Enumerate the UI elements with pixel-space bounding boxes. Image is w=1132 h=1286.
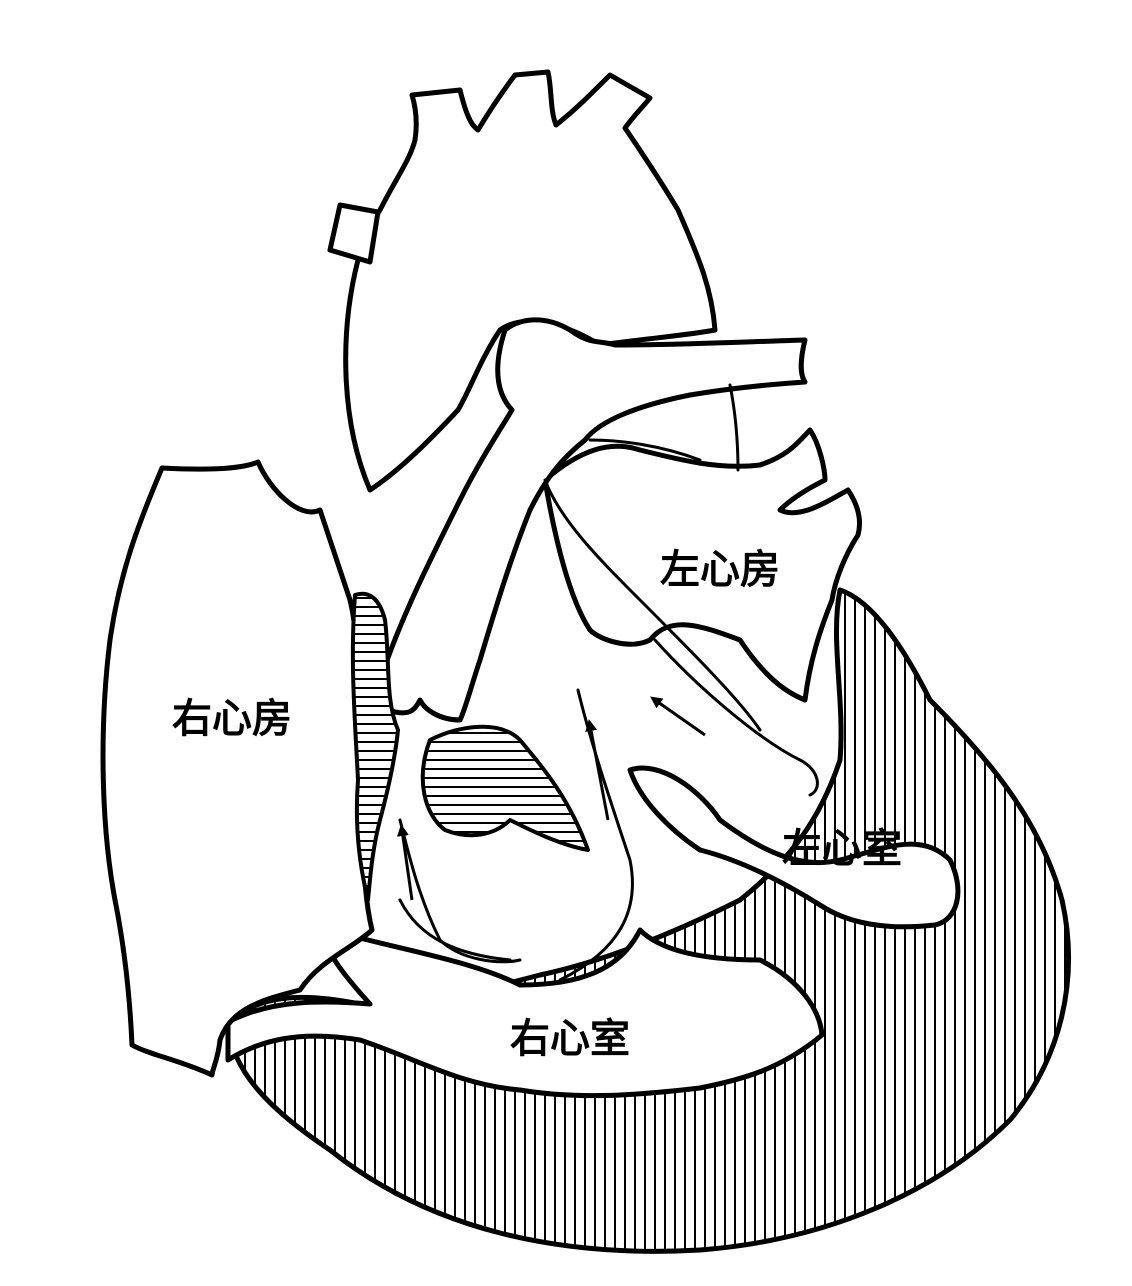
right-ventricle-flow-line [398,818,522,964]
left-atrium-label: 左心房 [660,547,780,593]
aortic-branch-stub [327,202,381,265]
pulmonary-trunk [376,317,808,723]
left-ventricle-arrow [650,696,706,737]
aorta [343,69,718,493]
ventricular-wall [225,587,1071,1254]
right-ventricle-label: 右心室 [510,1016,630,1062]
left-ventricle-septum-line [653,638,819,797]
right-atrium-label: 右心房 [172,696,292,742]
pulmonary-branch-line [588,438,702,462]
right-ventricle-apex-line [398,898,512,962]
atrial-septal-hatch [350,591,400,902]
left-ventricle-label: 左心室 [782,826,902,872]
right-ventricle-arrow [396,824,414,901]
left-atrium-wall [542,427,863,703]
ventricular-septal-hatch [420,724,590,852]
right-atrium-wall [100,459,375,1078]
left-ventricle-cavity [627,765,961,930]
ductus-line [728,383,740,472]
central-arrow [585,719,610,821]
central-flow-line [558,688,634,982]
left-ventricle-outflow [543,478,762,732]
